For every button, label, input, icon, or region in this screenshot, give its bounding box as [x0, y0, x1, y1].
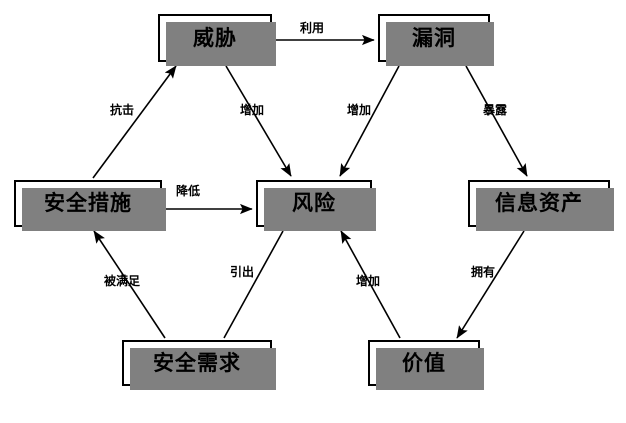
- node-label-measures: 安全措施: [44, 191, 132, 215]
- node-value[interactable]: 价值: [368, 340, 484, 390]
- node-shadow: [376, 348, 484, 390]
- node-shadow: [166, 22, 276, 66]
- node-risk[interactable]: 风险: [256, 180, 376, 231]
- node-shadow: [476, 188, 614, 231]
- node-vulnerability[interactable]: 漏洞: [378, 14, 494, 66]
- node-label-value: 价值: [402, 350, 446, 375]
- edge-lines: [92, 34, 528, 339]
- edge-measures-resists-threat: [92, 65, 177, 179]
- edge-vulnerability-exposes-assets: [465, 65, 528, 177]
- edge-label-value-increases-risk: 增加: [356, 274, 381, 288]
- node-label-threat: 威胁: [193, 25, 237, 50]
- node-label-requirements: 安全需求: [153, 350, 241, 375]
- node-label-risk: 风险: [292, 191, 336, 215]
- edge-label-measures-reduces-risk: 降低: [176, 184, 201, 198]
- edge-label-threat-increases-risk: 增加: [240, 103, 265, 117]
- edge-vulnerability-increases-risk: [339, 65, 400, 177]
- node-assets[interactable]: 信息资产: [468, 180, 614, 231]
- node-shadow: [386, 22, 494, 66]
- node-threat[interactable]: 威胁: [158, 14, 276, 66]
- edge-label-vulnerability-exposes-assets: 暴露: [483, 103, 508, 117]
- edge-label-measures-resists-threat: 抗击: [110, 103, 135, 117]
- node-measures[interactable]: 安全措施: [14, 180, 166, 231]
- edge-risk-elicits-requirements: [223, 230, 284, 339]
- node-shadow: [130, 348, 276, 390]
- node-shadow: [264, 188, 376, 231]
- node-label-vulnerability: 漏洞: [412, 25, 456, 50]
- edge-label-vulnerability-increases-risk: 增加: [347, 103, 372, 117]
- edge-label-assets-owns-value: 拥有: [471, 265, 496, 279]
- edge-label-requirements-satisfies-measures: 被满足: [104, 274, 141, 288]
- edge-label-risk-elicits-requirements: 引出: [230, 265, 255, 279]
- edge-assets-owns-value: [456, 230, 525, 339]
- edge-value-increases-risk: [340, 230, 401, 339]
- node-requirements[interactable]: 安全需求: [122, 340, 276, 390]
- node-shadow: [22, 188, 166, 231]
- edge-threat-increases-risk: [225, 65, 292, 177]
- edge-requirements-satisfies-measures: [93, 230, 166, 339]
- node-label-assets: 信息资产: [495, 191, 583, 215]
- edge-label-threat-exploits-vulnerability: 利用: [300, 21, 325, 35]
